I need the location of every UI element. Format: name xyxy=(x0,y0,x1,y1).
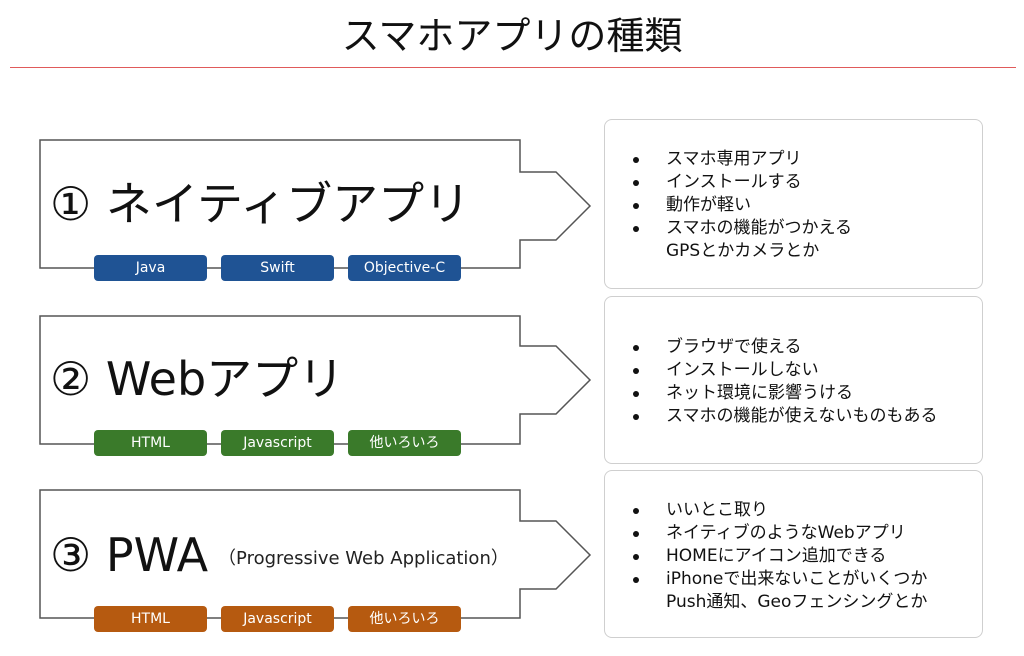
tech-tags-native: Java Swift Objective-C xyxy=(94,255,461,281)
tech-tag: 他いろいろ xyxy=(348,606,461,632)
feature-text: スマホの機能が使えないものもある xyxy=(666,406,938,426)
tech-tag: Javascript xyxy=(221,430,334,456)
slide-title: スマホアプリの種類 xyxy=(341,14,683,58)
features-panel-pwa: いいとこ取り ネイティブのようなWebアプリ HOMEにアイコン追加できる iP… xyxy=(604,470,983,638)
tech-tag: Swift xyxy=(221,255,334,281)
feature-subtext: Push通知、Geoフェンシングとか xyxy=(666,592,928,612)
bullet-icon xyxy=(633,577,639,583)
feature-item: インストールしない xyxy=(633,359,938,382)
bullet-icon xyxy=(633,226,639,232)
tech-tag: HTML xyxy=(94,430,207,456)
app-title-native: ① ネイティブアプリ xyxy=(50,174,470,234)
app-title-web: ② Webアプリ xyxy=(50,349,344,409)
tech-tag: HTML xyxy=(94,606,207,632)
app-subtitle-pwa: （Progressive Web Application） xyxy=(218,547,509,569)
feature-item: インストールする xyxy=(633,171,852,194)
bullet-icon xyxy=(633,554,639,560)
feature-text: インストールしない xyxy=(666,360,819,380)
app-title-native-text: ① ネイティブアプリ xyxy=(50,177,471,231)
feature-item: ネット環境に影響うける xyxy=(633,382,938,405)
bullet-icon xyxy=(633,157,639,163)
feature-item: スマホの機能がつかえる GPSとかカメラとか xyxy=(633,217,852,263)
bullet-icon xyxy=(633,508,639,514)
tech-tag: Java xyxy=(94,255,207,281)
feature-item: スマホの機能が使えないものもある xyxy=(633,405,938,428)
feature-item: iPhoneで出来ないことがいくつか Push通知、Geoフェンシングとか xyxy=(633,568,927,614)
tech-tags-pwa: HTML Javascript 他いろいろ xyxy=(94,606,461,632)
bullet-icon xyxy=(633,531,639,537)
feature-text: スマホ専用アプリ xyxy=(666,149,802,169)
bullet-icon xyxy=(633,414,639,420)
feature-text: ブラウザで使える xyxy=(666,337,802,357)
feature-item: 動作が軽い xyxy=(633,194,852,217)
feature-list: いいとこ取り ネイティブのようなWebアプリ HOMEにアイコン追加できる iP… xyxy=(633,499,927,614)
bullet-icon xyxy=(633,391,639,397)
feature-item: ブラウザで使える xyxy=(633,336,938,359)
feature-item: ネイティブのようなWebアプリ xyxy=(633,522,927,545)
feature-text: 動作が軽い xyxy=(666,195,751,215)
feature-text: ネット環境に影響うける xyxy=(666,383,853,403)
tech-tag: Javascript xyxy=(221,606,334,632)
feature-text: ネイティブのようなWebアプリ xyxy=(666,523,906,543)
tech-tag: Objective-C xyxy=(348,255,461,281)
feature-list: スマホ専用アプリ インストールする 動作が軽い スマホの機能がつかえる GPSとか… xyxy=(633,148,852,263)
feature-text: スマホの機能がつかえる xyxy=(666,218,852,238)
bullet-icon xyxy=(633,180,639,186)
feature-text: HOMEにアイコン追加できる xyxy=(666,546,887,566)
bullet-icon xyxy=(633,368,639,374)
feature-subtext: GPSとかカメラとか xyxy=(666,241,820,261)
feature-text: いいとこ取り xyxy=(666,500,768,520)
bullet-icon xyxy=(633,203,639,209)
feature-text: インストールする xyxy=(666,172,802,192)
app-title-web-text: ② Webアプリ xyxy=(50,352,345,406)
app-title-pwa-text: ③ PWA xyxy=(50,528,209,582)
feature-text: iPhoneで出来ないことがいくつか xyxy=(666,569,928,589)
feature-list: ブラウザで使える インストールしない ネット環境に影響うける スマホの機能が使え… xyxy=(633,336,938,428)
feature-item: いいとこ取り xyxy=(633,499,927,522)
feature-item: スマホ専用アプリ xyxy=(633,148,852,171)
features-panel-web: ブラウザで使える インストールしない ネット環境に影響うける スマホの機能が使え… xyxy=(604,296,983,464)
title-divider xyxy=(10,67,1016,68)
feature-item: HOMEにアイコン追加できる xyxy=(633,545,927,568)
tech-tag: 他いろいろ xyxy=(348,430,461,456)
app-title-pwa: ③ PWA （Progressive Web Application） xyxy=(50,525,509,589)
bullet-icon xyxy=(633,345,639,351)
tech-tags-web: HTML Javascript 他いろいろ xyxy=(94,430,461,456)
features-panel-native: スマホ専用アプリ インストールする 動作が軽い スマホの機能がつかえる GPSとか… xyxy=(604,119,983,289)
